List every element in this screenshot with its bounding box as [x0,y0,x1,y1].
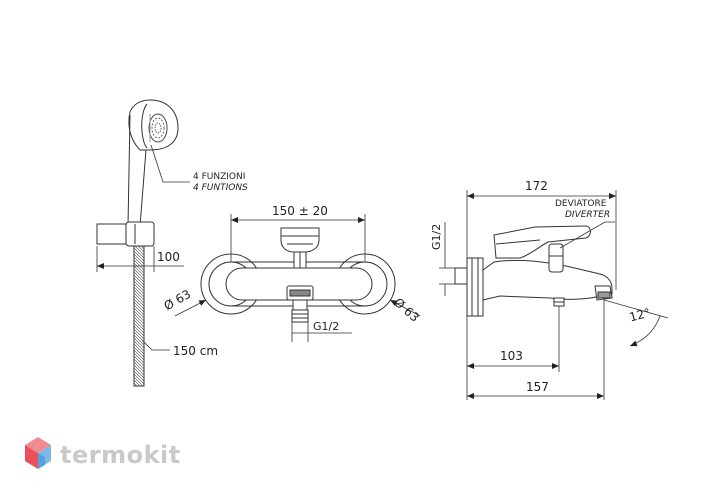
dim-157 [467,300,605,400]
label-dim-172: 172 [525,179,548,193]
hose-leader [141,339,170,351]
label-dim-150-20: 150 ± 20 [272,204,328,218]
label-functions-it: 4 FUNZIONI [193,172,246,182]
label-thread-side: G1/2 [430,223,443,250]
label-diverter-en: DIVERTER [565,210,611,220]
brand-logo-icon [25,437,51,469]
dim-100 [96,246,184,272]
dim-103 [466,306,560,400]
functions-leader [150,144,190,183]
label-hose-length: 150 cm [173,344,219,358]
label-diverter-it: DEVIATORE [555,199,607,209]
dia-right-leader [389,299,421,317]
label-thread-front: G1/2 [313,320,340,333]
dim-g12-side [439,222,455,296]
mixer-side-view [454,225,613,317]
label-dim-100: 100 [157,250,180,264]
mixer-front-view [200,227,396,323]
label-functions-en: 4 FUNTIONS [193,183,248,193]
wall-bracket [96,221,155,247]
dim-g12-front [291,310,352,342]
angle-12 [603,299,669,347]
hand-shower [127,99,179,227]
dim-150-20 [230,214,366,262]
diverter-leader [559,221,615,249]
dim-172 [466,190,617,290]
dia-left-leader [174,299,207,317]
shower-hose [133,245,145,387]
label-dim-157: 157 [526,380,549,394]
brand-name: termokit [60,441,181,469]
label-dim-103: 103 [500,349,523,363]
